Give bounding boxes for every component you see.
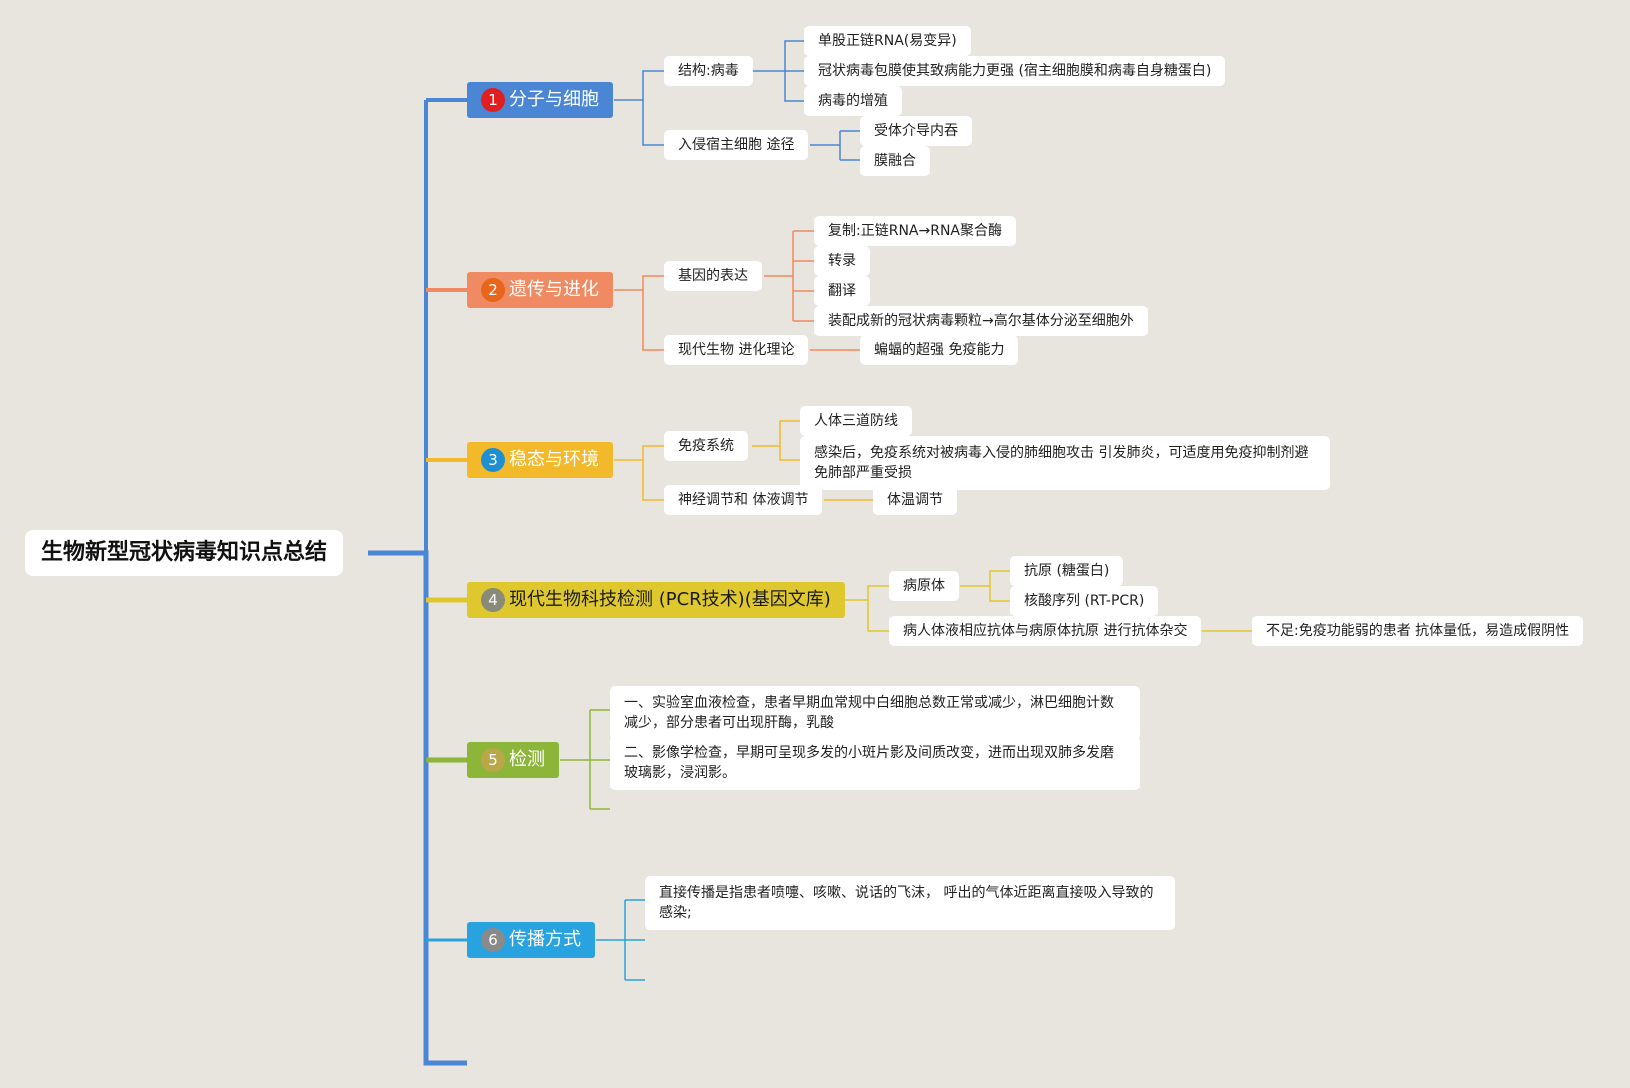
topic-replication[interactable]: 复制:正链RNA→RNA聚合酶	[814, 216, 1017, 246]
branch-genetics-evolution[interactable]: 2 遗传与进化	[467, 272, 613, 308]
branch-biotech-detection[interactable]: 4 现代生物科技检测 (PCR技术)(基因文库)	[467, 582, 845, 618]
topic-bat-immunity[interactable]: 蝙蝠的超强 免疫能力	[860, 335, 1019, 365]
topic-virus-proliferation[interactable]: 病毒的增殖	[804, 86, 902, 116]
topic-invasion-route[interactable]: 入侵宿主细胞 途径	[664, 130, 809, 160]
number-badge-icon: 3	[481, 448, 505, 472]
topic-immune-system[interactable]: 免疫系统	[664, 431, 748, 461]
topic-three-defenses[interactable]: 人体三道防线	[800, 406, 912, 436]
topic-imaging-test[interactable]: 二、影像学检查，早期可呈现多发的小斑片影及间质改变，进而出现双肺多发磨玻璃影，浸…	[610, 736, 1140, 790]
topic-membrane-fusion[interactable]: 膜融合	[860, 146, 930, 176]
number-badge-icon: 6	[481, 928, 505, 952]
number-badge-icon: 5	[481, 748, 505, 772]
root-topic[interactable]: 生物新型冠状病毒知识点总结	[25, 530, 344, 576]
branch-label: 传播方式	[509, 929, 581, 950]
topic-gene-expression[interactable]: 基因的表达	[664, 261, 762, 291]
branch-label: 分子与细胞	[509, 89, 599, 110]
topic-nucleic-acid-sequence[interactable]: 核酸序列 (RT-PCR)	[1010, 586, 1159, 616]
number-badge-icon: 1	[481, 88, 505, 112]
topic-transcription[interactable]: 转录	[814, 246, 870, 276]
number-badge-icon: 2	[481, 278, 505, 302]
number-badge-icon: 4	[481, 588, 505, 612]
branch-detection[interactable]: 5 检测	[467, 742, 559, 778]
branch-molecule-cell[interactable]: 1 分子与细胞	[467, 82, 613, 118]
branch-label: 遗传与进化	[509, 279, 599, 300]
topic-antigen[interactable]: 抗原 (糖蛋白)	[1010, 556, 1124, 586]
topic-evolution-theory[interactable]: 现代生物 进化理论	[664, 335, 809, 365]
branch-label: 检测	[509, 749, 545, 770]
branch-homeostasis-environment[interactable]: 3 稳态与环境	[467, 442, 613, 478]
topic-receptor-endocytosis[interactable]: 受体介导内吞	[860, 116, 972, 146]
topic-false-negative[interactable]: 不足:免疫功能弱的患者 抗体量低，易造成假阴性	[1252, 616, 1584, 646]
topic-single-strand-rna[interactable]: 单股正链RNA(易变异)	[804, 26, 971, 56]
topic-pathogen[interactable]: 病原体	[889, 571, 959, 601]
topic-assembly[interactable]: 装配成新的冠状病毒颗粒→高尔基体分泌至细胞外	[814, 306, 1148, 336]
branch-label: 稳态与环境	[509, 449, 599, 470]
topic-antibody-hybridization[interactable]: 病人体液相应抗体与病原体抗原 进行抗体杂交	[889, 616, 1202, 646]
topic-structure-virus[interactable]: 结构:病毒	[664, 56, 753, 86]
branch-label: 现代生物科技检测 (PCR技术)(基因文库)	[509, 589, 831, 610]
topic-lab-blood-test[interactable]: 一、实验室血液检查，患者早期血常规中白细胞总数正常或减少，淋巴细胞计数减少，部分…	[610, 686, 1140, 740]
topic-temperature-regulation[interactable]: 体温调节	[873, 485, 957, 515]
topic-translation[interactable]: 翻译	[814, 276, 870, 306]
topic-direct-transmission[interactable]: 直接传播是指患者喷嚏、咳嗽、说话的飞沫， 呼出的气体近距离直接吸入导致的感染;	[645, 876, 1175, 930]
topic-envelope[interactable]: 冠状病毒包膜使其致病能力更强 (宿主细胞膜和病毒自身糖蛋白)	[804, 56, 1226, 86]
branch-transmission[interactable]: 6 传播方式	[467, 922, 595, 958]
topic-immune-attack[interactable]: 感染后，免疫系统对被病毒入侵的肺细胞攻击 引发肺炎，可适度用免疫抑制剂避免肺部严…	[800, 436, 1330, 490]
topic-neural-humoral-regulation[interactable]: 神经调节和 体液调节	[664, 485, 823, 515]
